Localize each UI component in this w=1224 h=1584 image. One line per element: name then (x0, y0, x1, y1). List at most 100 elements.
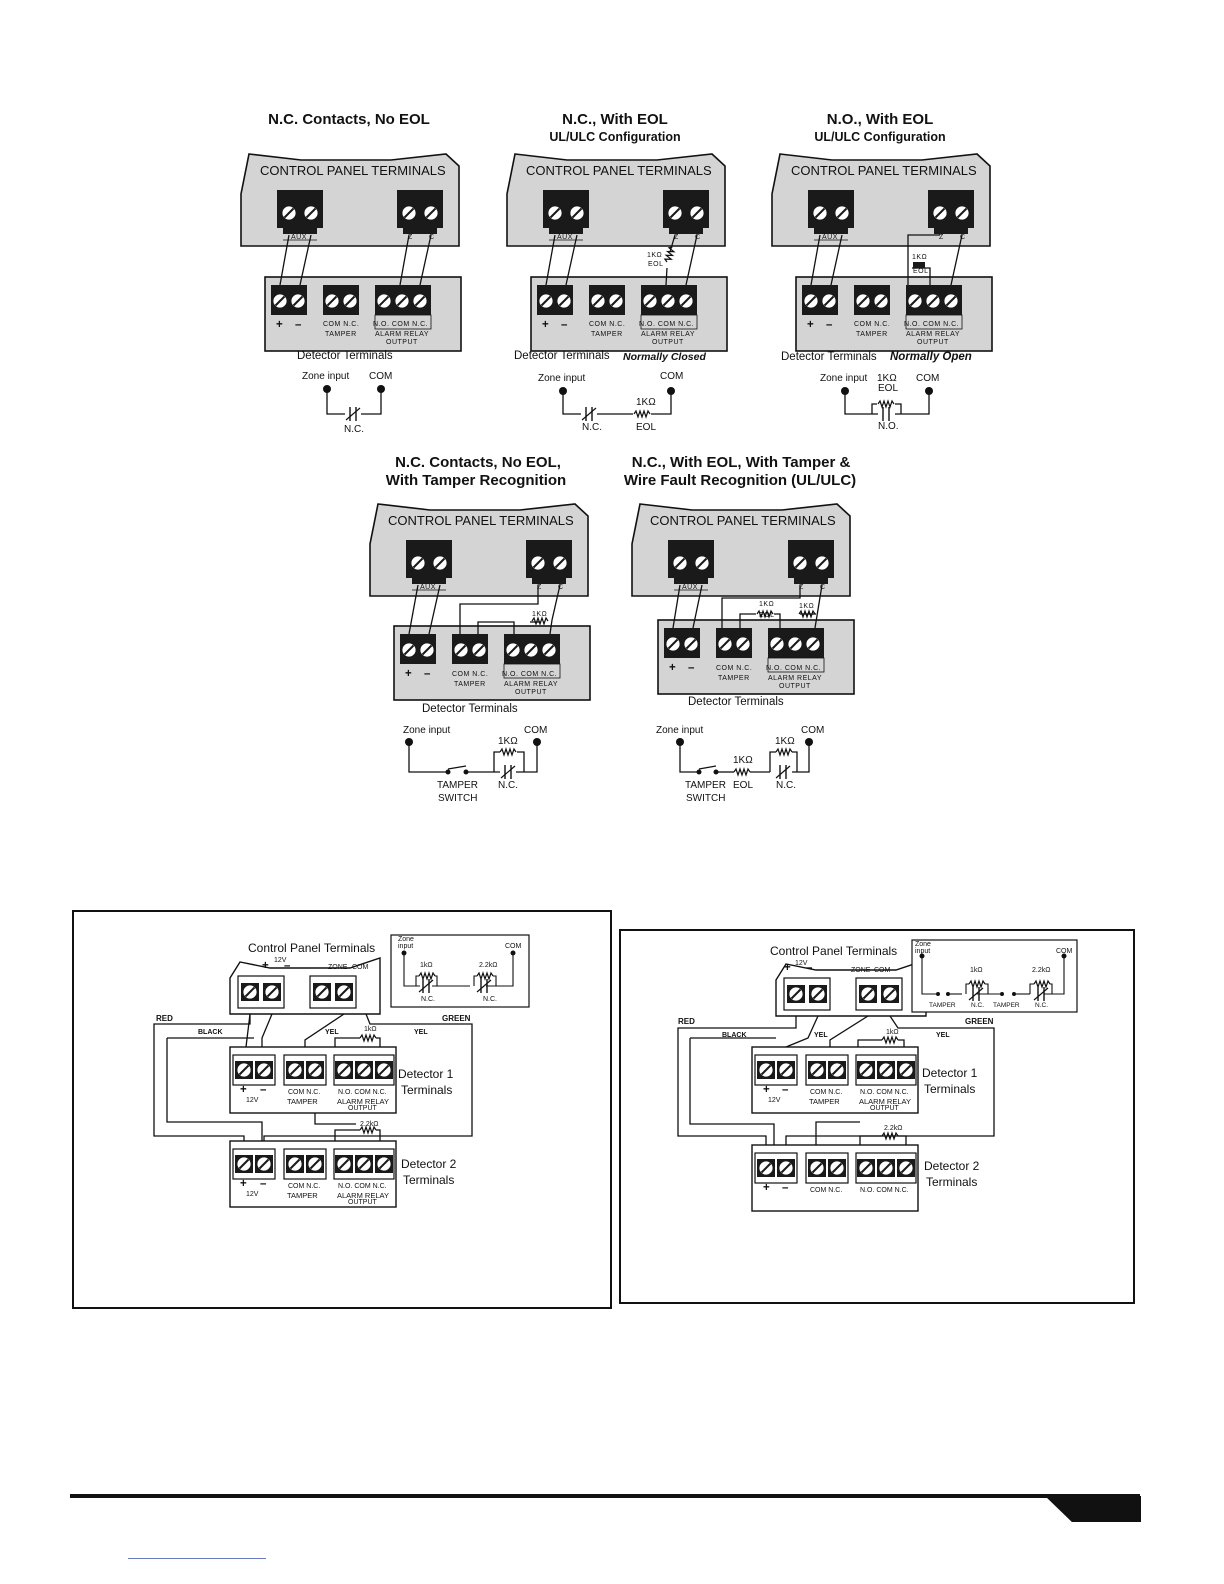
diagram5-relay-top: N.O. COM N.C. (766, 665, 822, 672)
diagram3-tamper-top: COM N.C. (854, 321, 891, 328)
boxR-com: COM (874, 967, 891, 974)
diagram3-subtitle: UL/ULC Configuration (814, 130, 946, 144)
diagram3-sch-com: COM (916, 373, 940, 384)
diagram3-tamper-bottom: TAMPER (856, 331, 888, 338)
boxR-zone: ZONE (851, 967, 871, 974)
diagram3-sch-res: 1KΩ (877, 373, 897, 384)
boxL-res2: 2.2kΩ (360, 1121, 379, 1128)
diagram1-sch-com: COM (369, 371, 393, 382)
boxL-inset-zone1: Zone (398, 936, 414, 943)
diagram1-title: N.C. Contacts, No EOL (268, 111, 430, 128)
boxL-inset-com: COM (505, 943, 522, 950)
boxL-yel1: YEL (325, 1029, 339, 1036)
diagram3-det-minus: – (826, 319, 833, 331)
boxR-green: GREEN (965, 1017, 994, 1026)
diagram2-tamper-bottom: TAMPER (591, 331, 623, 338)
boxL-det1-line1: Detector 1 (398, 1067, 454, 1081)
boxL-det2-line1: Detector 2 (401, 1157, 457, 1171)
diagram2-eol-label: EOL (648, 261, 664, 268)
diagram4-com-label: C (558, 584, 564, 591)
diagram2-relay-top: N.O. COM N.C. (639, 321, 695, 328)
diagram3-panel-label: CONTROL PANEL TERMINALS (791, 163, 977, 178)
boxR-d1-comnc: COM N.C. (810, 1089, 843, 1096)
diagram1-sch-nc: N.C. (344, 424, 364, 435)
diagram2-com-label: C (695, 234, 701, 241)
boxR-det1-line1: Detector 1 (922, 1066, 978, 1080)
diagram5-sch-res1: 1KΩ (775, 736, 795, 747)
diagram2-sch-nc: N.C. (582, 422, 602, 433)
diagram5-sch-nc: N.C. (776, 780, 796, 791)
diagram3-sch-eol: EOL (878, 383, 899, 394)
diagram4-sch-nc: N.C. (498, 780, 518, 791)
boxL-inset-zone2: input (398, 943, 414, 950)
boxL-res1: 1kΩ (364, 1026, 377, 1033)
diagram2-det-minus: – (561, 319, 568, 331)
diagram4-tamper-bottom: TAMPER (454, 681, 486, 688)
boxR-d1-minus: – (782, 1084, 789, 1096)
diagram2-sch-zone: Zone input (538, 373, 586, 384)
diagram5-sch-com: COM (801, 725, 825, 736)
boxL-green: GREEN (442, 1014, 471, 1023)
boxR-inset-res2: 2.2kΩ (1032, 967, 1051, 974)
boxR-det2-line2: Terminals (926, 1175, 978, 1189)
diagram1-aux-label: AUX (291, 234, 307, 241)
diagram5-sch-res2: 1KΩ (733, 755, 753, 766)
diagram4-sch-switch: SWITCH (438, 793, 478, 804)
diagram5-zone-label: Z (799, 584, 804, 591)
diagram3-relay-top: N.O. COM N.C. (904, 321, 960, 328)
boxL-d2-relay-bottom: OUTPUT (348, 1199, 377, 1206)
boxL-inset-res1: 1kΩ (420, 962, 433, 969)
boxL-det1-line2: Terminals (401, 1083, 453, 1097)
diagram4-panel-label: CONTROL PANEL TERMINALS (388, 513, 574, 528)
boxL-zone: ZONE (328, 964, 348, 971)
boxL-det2-line2: Terminals (403, 1173, 455, 1187)
footer-rule (70, 1494, 1140, 1498)
boxR-res2: 2.2kΩ (884, 1125, 903, 1132)
diagram5-title-line1: N.C., With EOL, With Tamper & (631, 454, 851, 471)
diagram4-det-minus: – (424, 668, 431, 680)
boxL-d2-12v: 12V (246, 1191, 259, 1198)
diagram4-relay-top: N.O. COM N.C. (502, 671, 558, 678)
diagram4-sch-zone: Zone input (403, 725, 451, 736)
diagram5-eol-label: EOL (759, 612, 775, 619)
boxR-d1-relay-mid: ALARM RELAY (859, 1097, 911, 1106)
diagram4-title-line2: With Tamper Recognition (385, 472, 567, 489)
boxR-d1-relay-top: N.O. COM N.C. (860, 1089, 909, 1096)
boxL-red: RED (156, 1014, 173, 1023)
boxL-d2-relay-mid: ALARM RELAY (337, 1191, 389, 1200)
boxR-d2-plus: + (763, 1182, 770, 1194)
boxR-d2-comnc: COM N.C. (810, 1187, 843, 1194)
footer-link-underline (128, 1558, 266, 1559)
boxR-inset-zone2: input (915, 948, 931, 955)
boxR-d1-plus: + (763, 1084, 770, 1096)
diagram1-detector-label: Detector Terminals (297, 350, 393, 362)
boxL-d1-comnc: COM N.C. (288, 1089, 321, 1096)
boxR-yel1: YEL (814, 1032, 828, 1039)
boxR-inset-nc2: N.C. (1035, 1002, 1048, 1009)
boxR-yel2: YEL (936, 1032, 950, 1039)
diagram2-detector-label: Detector Terminals (514, 350, 610, 362)
diagram3-eol-res: 1KΩ (912, 254, 928, 261)
diagram3-det-plus: + (807, 319, 814, 331)
diagram4-title-line1: N.C. Contacts, No EOL, (395, 454, 561, 471)
boxL-plus: + (262, 960, 269, 972)
boxL-d1-tamper: TAMPER (287, 1097, 318, 1106)
diagram4-aux-label: AUX (420, 584, 436, 591)
diagram1-tamper-bottom: TAMPER (325, 331, 357, 338)
diagram3-aux-label: AUX (822, 234, 838, 241)
diagram2-sch-com: COM (660, 371, 684, 382)
diagram5-sch-eol: EOL (733, 780, 754, 791)
boxR-res1: 1kΩ (886, 1029, 899, 1036)
diagram3-detector-mode: Normally Open (890, 351, 972, 363)
boxR-det1-line2: Terminals (924, 1082, 976, 1096)
diagram3-relay-mid: ALARM RELAY (906, 331, 960, 338)
diagram4-detector-label: Detector Terminals (422, 703, 518, 715)
diagram2-sch-eol: EOL (636, 422, 657, 433)
boxR-red: RED (678, 1017, 695, 1026)
boxL-d2-relay-top: N.O. COM N.C. (338, 1183, 387, 1190)
boxL-inset-nc1: N.C. (421, 996, 435, 1003)
diagram5-sch-zone: Zone input (656, 725, 704, 736)
diagram5-res: 1KΩ (799, 603, 815, 610)
diagram3-eol-label: EOL (913, 268, 929, 275)
boxR-d1-relay-bottom: OUTPUT (870, 1105, 899, 1112)
